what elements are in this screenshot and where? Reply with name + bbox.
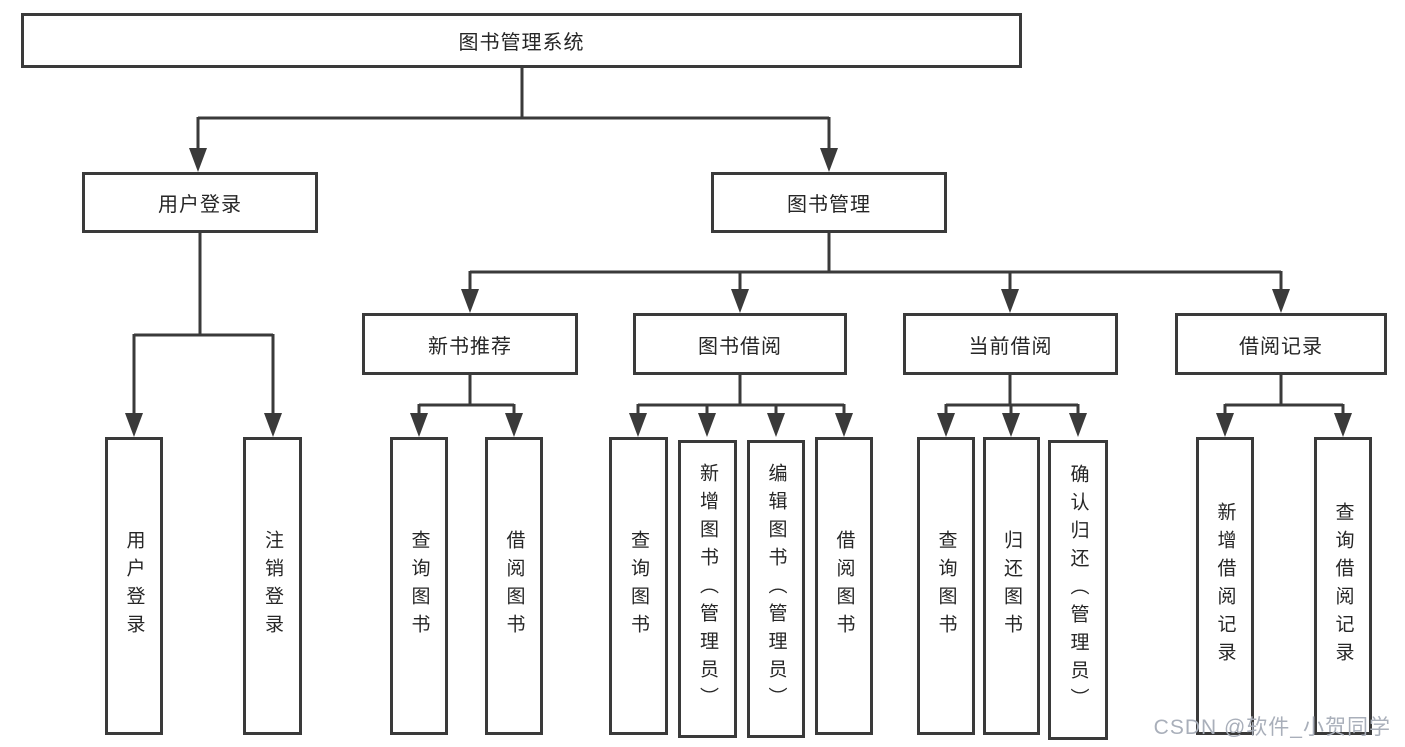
leaf-add-books-admin: 新增图书（管理员） bbox=[678, 440, 737, 738]
leaf-logout: 注销登录 bbox=[243, 437, 302, 735]
node-label: 归还图书 bbox=[1001, 530, 1022, 642]
node-label: 借阅记录 bbox=[1239, 335, 1323, 358]
node-label: 查询图书 bbox=[628, 530, 649, 642]
node-user-login: 用户登录 bbox=[82, 172, 318, 233]
node-label: 查询借阅记录 bbox=[1332, 502, 1354, 670]
node-label: 借阅图书 bbox=[833, 530, 855, 642]
node-label: 图书借阅 bbox=[698, 335, 782, 358]
leaf-return-books: 归还图书 bbox=[983, 437, 1040, 735]
leaf-query-books-recommend: 查询图书 bbox=[390, 437, 448, 735]
node-label: 确认归还（管理员） bbox=[1067, 464, 1089, 716]
node-label: 借阅图书 bbox=[503, 530, 525, 642]
node-book-management: 图书管理 bbox=[711, 172, 947, 233]
node-book-borrow: 图书借阅 bbox=[633, 313, 847, 375]
node-current-borrow: 当前借阅 bbox=[903, 313, 1118, 375]
node-label: 查询图书 bbox=[408, 530, 430, 642]
csdn-watermark: CSDN @软件_小贺同学 bbox=[1153, 716, 1391, 739]
leaf-edit-books-admin: 编辑图书（管理员） bbox=[747, 440, 805, 738]
leaf-query-borrow-record: 查询借阅记录 bbox=[1314, 437, 1372, 735]
leaf-confirm-return-admin: 确认归还（管理员） bbox=[1048, 440, 1108, 740]
node-borrow-records: 借阅记录 bbox=[1175, 313, 1387, 375]
node-label: 新增借阅记录 bbox=[1214, 502, 1236, 670]
node-label: 图书管理系统 bbox=[458, 32, 585, 54]
node-label: 查询图书 bbox=[935, 530, 957, 642]
leaf-borrow-books-recommend: 借阅图书 bbox=[485, 437, 543, 735]
node-new-book-recommend: 新书推荐 bbox=[362, 313, 578, 375]
leaf-borrow-books: 借阅图书 bbox=[815, 437, 873, 735]
node-label: 当前借阅 bbox=[968, 335, 1053, 358]
node-label: 新书推荐 bbox=[428, 335, 512, 358]
leaf-query-books-current: 查询图书 bbox=[917, 437, 975, 735]
node-label: 图书管理 bbox=[787, 194, 871, 216]
node-label: 用户登录 bbox=[123, 530, 145, 642]
node-label: 编辑图书（管理员） bbox=[765, 463, 787, 715]
leaf-add-borrow-record: 新增借阅记录 bbox=[1196, 437, 1254, 735]
leaf-query-books-borrow: 查询图书 bbox=[609, 437, 668, 735]
leaf-user-login: 用户登录 bbox=[105, 437, 163, 735]
node-library-management-system: 图书管理系统 bbox=[21, 13, 1022, 68]
node-label: 注销登录 bbox=[262, 530, 283, 642]
node-label: 用户登录 bbox=[158, 194, 242, 216]
node-label: 新增图书（管理员） bbox=[697, 463, 718, 715]
